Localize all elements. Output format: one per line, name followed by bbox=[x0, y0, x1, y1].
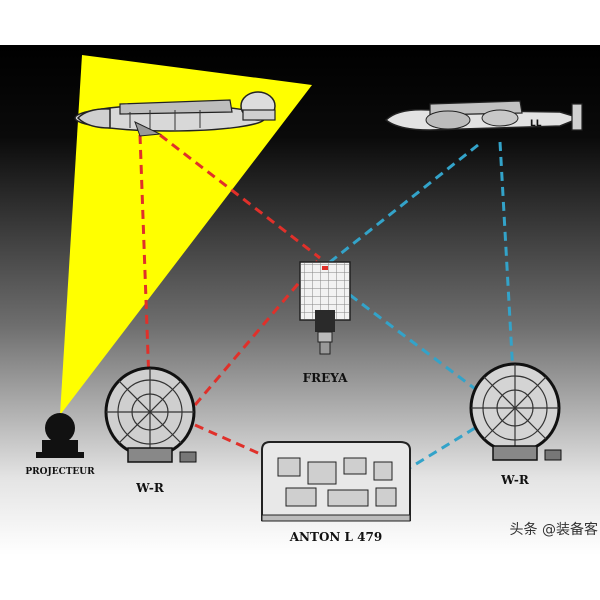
searchlight-beam bbox=[60, 55, 312, 415]
wurzburg-riese-right-icon bbox=[469, 362, 562, 461]
freya-label: FREYA bbox=[303, 371, 348, 385]
night-fighter-aircraft-icon: LL bbox=[384, 100, 583, 131]
wr-left-label: W-R bbox=[135, 481, 165, 495]
wr-right-label: W-R bbox=[500, 473, 530, 487]
freya-radar-icon bbox=[299, 261, 351, 355]
plane-marking-label: LL bbox=[530, 119, 542, 129]
wurzburg-riese-left-icon bbox=[104, 366, 197, 463]
watermark-text: 头条 @装备客 bbox=[510, 521, 598, 538]
projector-label: PROJECTEUR bbox=[25, 467, 95, 477]
anton-bunker-icon bbox=[261, 441, 411, 522]
anton-label: ANTON L 479 bbox=[289, 530, 382, 544]
blue-guidance-links bbox=[329, 141, 517, 494]
bomber-aircraft-icon bbox=[74, 91, 276, 137]
searchlight-projector-icon bbox=[36, 413, 84, 458]
